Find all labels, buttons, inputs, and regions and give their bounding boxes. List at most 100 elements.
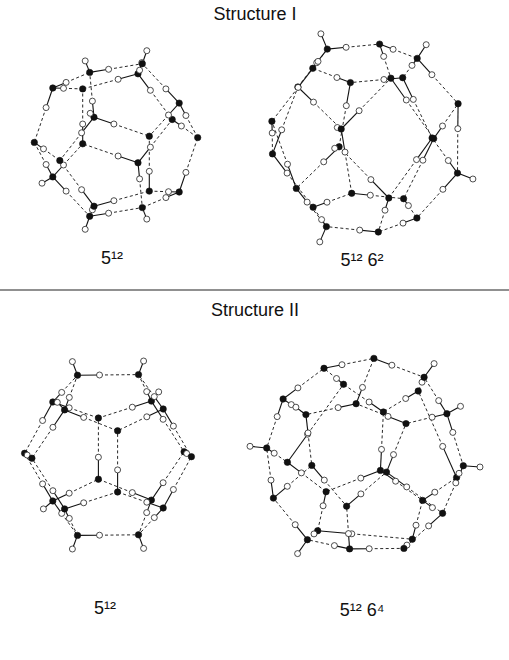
- oxygen-atom: [146, 133, 152, 139]
- hydrogen-bond: [114, 191, 149, 201]
- oxygen-atom: [176, 189, 182, 195]
- hydrogen-bond: [118, 417, 147, 431]
- hydrogen-atom: [318, 31, 324, 37]
- hydrogen-atom: [129, 404, 135, 410]
- hydrogen-atom: [268, 477, 274, 483]
- hydrogen-atom: [456, 470, 462, 476]
- hydrogen-bond: [287, 173, 313, 207]
- hydrogen-atom: [455, 126, 461, 132]
- oxygen-atom: [304, 537, 310, 543]
- hydrogen-atom: [163, 195, 169, 201]
- hydrogen-bond: [186, 138, 198, 173]
- hydrogen-atom: [279, 127, 285, 133]
- hydrogen-atom: [274, 414, 280, 420]
- hydrogen-bond: [389, 160, 417, 198]
- hydrogen-bond: [417, 189, 443, 218]
- hydrogen-atom: [163, 86, 169, 92]
- covalent-bond: [287, 434, 307, 462]
- hydrogen-atom: [429, 414, 435, 420]
- hydrogen-atom: [432, 489, 438, 495]
- hydrogen-atom: [269, 130, 275, 136]
- hydrogen-atom: [54, 399, 60, 405]
- section-divider: [0, 289, 509, 290]
- hydrogen-atom: [346, 531, 352, 537]
- hydrogen-bond: [32, 458, 53, 491]
- hydrogen-atom: [426, 523, 432, 529]
- hydrogen-bond: [443, 483, 456, 513]
- hydrogen-atom: [453, 480, 459, 486]
- oxygen-atom: [139, 204, 145, 210]
- hydrogen-atom: [59, 389, 65, 395]
- hydrogen-atom: [339, 362, 345, 368]
- hydrogen-bond: [83, 144, 118, 156]
- hydrogen-atom: [458, 403, 464, 409]
- hydrogen-bond: [298, 63, 317, 87]
- hydrogen-atom: [89, 98, 95, 104]
- hydrogen-atom: [358, 491, 364, 497]
- oxygen-atom: [95, 476, 101, 482]
- hydrogen-atom: [285, 161, 291, 167]
- hydrogen-bond: [100, 534, 139, 535]
- hydrogen-atom: [79, 130, 85, 136]
- hydrogen-atom: [445, 158, 451, 164]
- hydrogen-atom: [342, 149, 348, 155]
- hydrogen-atom: [470, 176, 476, 182]
- hydrogen-atom: [69, 359, 75, 365]
- hydrogen-bond: [418, 391, 443, 446]
- hydrogen-atom: [81, 414, 87, 420]
- hydrogen-atom: [170, 423, 176, 429]
- oxygen-atom: [269, 118, 275, 124]
- hydrogen-atom: [146, 168, 152, 174]
- oxygen-atom: [455, 101, 461, 107]
- hydrogen-atom: [66, 490, 72, 496]
- hydrogen-atom: [97, 532, 103, 538]
- oxygen-atom: [295, 84, 301, 90]
- hydrogen-bond: [173, 426, 191, 457]
- oxygen-atom: [347, 79, 353, 85]
- hydrogen-bond: [273, 498, 295, 525]
- oxygen-atom: [91, 203, 97, 209]
- hydrogen-bond: [407, 487, 443, 513]
- cage-label: 5¹² 6⁴: [340, 600, 385, 621]
- oxygen-atom: [414, 55, 420, 61]
- hydrogen-bond: [308, 433, 312, 466]
- hydrogen-bond: [406, 417, 432, 423]
- hydrogen-atom: [160, 480, 166, 486]
- hydrogen-atom: [111, 198, 117, 204]
- oxygen-atom: [323, 489, 329, 495]
- oxygen-atom: [321, 365, 327, 371]
- hydrogen-bond: [393, 49, 417, 58]
- hydrogen-bond: [406, 100, 433, 139]
- hydrogen-bond: [139, 518, 155, 535]
- hydrogen-bond: [424, 377, 439, 400]
- oxygen-atom: [439, 510, 445, 516]
- hydrogen-bond: [350, 80, 384, 83]
- oxygen-atom: [460, 463, 466, 469]
- hydrogen-atom: [343, 44, 349, 50]
- hydrogen-atom: [284, 170, 290, 176]
- hydrogen-atom: [50, 488, 56, 494]
- cage-group: [21, 31, 483, 557]
- oxygen-atom: [377, 467, 383, 473]
- hydrogen-bond: [140, 179, 143, 208]
- oxygen-atom: [400, 75, 406, 81]
- covalent-bond: [346, 83, 350, 106]
- hydrogen-atom: [41, 146, 47, 152]
- oxygen-atom: [57, 157, 63, 163]
- oxygen-atom: [323, 223, 329, 229]
- hydrogen-bond: [359, 78, 391, 111]
- hydrogen-atom: [366, 399, 372, 405]
- hydrogen-bond: [443, 104, 459, 126]
- hydrogen-atom: [367, 192, 373, 198]
- oxygen-atom: [349, 190, 355, 196]
- hydrogen-atom: [440, 123, 446, 129]
- hydrogen-atom: [129, 490, 135, 496]
- hydrogen-atom: [436, 398, 442, 404]
- hydrogen-bond: [344, 384, 370, 402]
- hydrogen-atom: [357, 227, 363, 233]
- hydrogen-atom: [319, 217, 325, 223]
- oxygen-atom: [269, 151, 275, 157]
- oxygen-atom: [324, 46, 330, 52]
- hydrogen-atom: [156, 389, 162, 395]
